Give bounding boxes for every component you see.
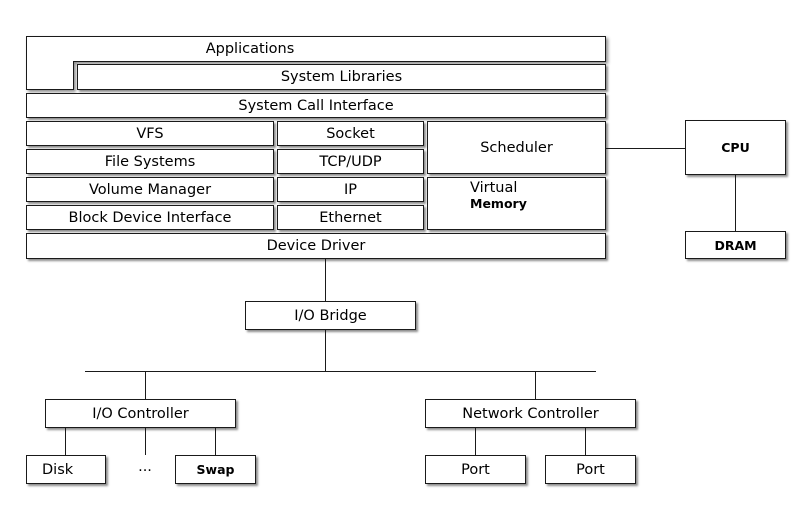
virtual-memory-line2: Memory <box>470 196 527 211</box>
network-port1-connector <box>475 428 476 455</box>
file-systems-box: File Systems <box>26 149 274 174</box>
cpu-box: CPU <box>685 120 786 175</box>
bridge-bus-connector <box>325 330 326 371</box>
io-disk-connector <box>65 428 66 455</box>
dram-box: DRAM <box>685 231 786 259</box>
vfs-box: VFS <box>26 121 274 146</box>
port-box-1: Port <box>425 455 526 484</box>
ip-box: IP <box>277 177 424 202</box>
block-device-interface-box: Block Device Interface <box>26 205 274 230</box>
io-bridge-box: I/O Bridge <box>245 301 416 330</box>
io-controller-box: I/O Controller <box>45 399 236 428</box>
io-swap-connector <box>215 428 216 455</box>
network-controller-box: Network Controller <box>425 399 636 428</box>
applications-label: Applications <box>205 41 295 57</box>
io-ellipsis-connector <box>145 428 146 455</box>
socket-box: Socket <box>277 121 424 146</box>
system-call-interface-box: System Call Interface <box>26 93 606 118</box>
port-box-2: Port <box>545 455 636 484</box>
driver-bridge-connector <box>325 259 326 301</box>
volume-manager-box: Volume Manager <box>26 177 274 202</box>
scheduler-box: Scheduler <box>427 121 606 174</box>
disk-box: Disk <box>26 455 106 484</box>
scheduler-cpu-connector <box>606 148 685 149</box>
virtual-memory-box: Virtual Memory <box>427 177 606 230</box>
system-bus-line <box>85 371 596 372</box>
device-driver-box: Device Driver <box>26 233 606 259</box>
bus-network-controller-connector <box>535 371 536 400</box>
swap-box: Swap <box>175 455 256 484</box>
tcp-udp-box: TCP/UDP <box>277 149 424 174</box>
system-libraries-box: System Libraries <box>77 64 606 90</box>
ethernet-box: Ethernet <box>277 205 424 230</box>
network-port2-connector <box>585 428 586 455</box>
bus-io-controller-connector <box>145 371 146 400</box>
more-devices-ellipsis: ... <box>138 459 152 475</box>
cpu-dram-connector <box>735 175 736 231</box>
virtual-memory-line1: Virtual <box>470 180 518 196</box>
